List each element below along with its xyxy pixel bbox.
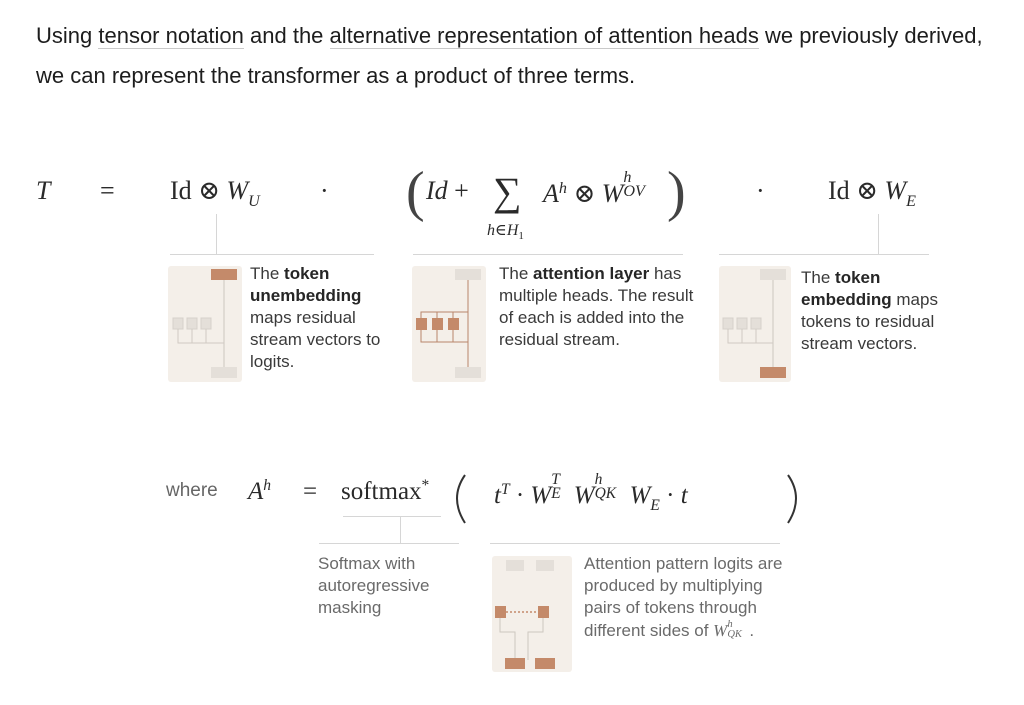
term-embed: Id ⊗ WE	[828, 176, 916, 211]
rule-pattern-caption	[490, 543, 780, 544]
intro-text-2: and the	[243, 23, 330, 48]
token-embedding-box	[760, 367, 786, 378]
where-paren-right	[787, 474, 797, 524]
dot-1: ·	[320, 176, 329, 205]
qk-diagram	[492, 556, 572, 672]
softmax: softmax*	[341, 477, 430, 505]
logits-box	[211, 269, 237, 280]
token-box	[211, 367, 237, 378]
rule-softmax	[343, 516, 441, 517]
rule-embed	[719, 254, 929, 255]
sum-subscript: h∈H1	[487, 222, 524, 242]
sum-symbol: ∑	[493, 169, 522, 214]
rule-unembed	[170, 254, 374, 255]
embed-caption: The token embedding maps tokens to resid…	[801, 268, 938, 353]
term-attention: Id +	[426, 176, 469, 205]
tensor-notation-link[interactable]: tensor notation	[98, 23, 244, 49]
head-box	[448, 318, 459, 330]
vline-softmax	[400, 516, 401, 544]
intro-paragraph: Using tensor notation and the alternativ…	[36, 16, 996, 96]
unembed-diagram	[172, 269, 237, 378]
where-equals: =	[303, 478, 318, 505]
eq-lhs: T	[36, 176, 51, 205]
head-box	[432, 318, 443, 330]
paren-left: (	[406, 161, 425, 223]
dot-2: ·	[756, 176, 765, 205]
intro-text-1: Using	[36, 23, 99, 48]
rule-softmax-caption	[319, 543, 459, 544]
attention-diagram	[416, 269, 481, 378]
softmax-caption: Softmax with autoregressive masking	[318, 554, 430, 617]
rule-attention	[413, 254, 683, 255]
pattern-caption: Attention pattern logits are produced by…	[584, 554, 783, 640]
eq-equals: =	[100, 176, 115, 205]
term-unembed: Id ⊗ WU	[170, 176, 260, 211]
paren-right: )	[667, 161, 686, 223]
head-box	[416, 318, 427, 330]
intro-text-3: we previously derived, we can represent …	[36, 23, 983, 88]
vline-embed	[878, 214, 879, 254]
where-ah: Ah	[248, 477, 272, 505]
vline-unembed	[216, 214, 217, 254]
attention-caption: The attention layer has multiple heads. …	[499, 264, 694, 349]
unembed-caption: The token unembedding maps residual stre…	[250, 264, 381, 371]
embed-diagram	[722, 269, 786, 378]
where-label: where	[166, 480, 218, 501]
attention-heads-link[interactable]: alternative representation of attention …	[329, 23, 759, 49]
where-paren-left	[456, 474, 466, 524]
